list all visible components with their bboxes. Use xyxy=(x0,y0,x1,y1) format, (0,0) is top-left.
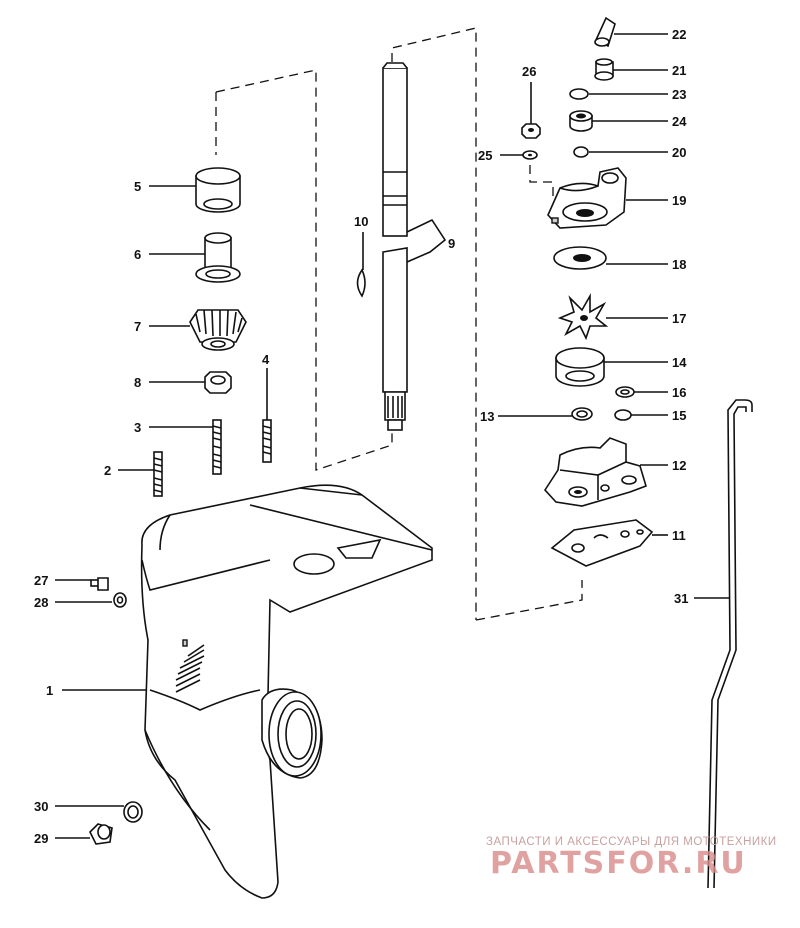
callout-18: 18 xyxy=(672,257,686,272)
callout-15: 15 xyxy=(672,408,686,423)
callout-27: 27 xyxy=(34,573,48,588)
callout-10: 10 xyxy=(354,214,368,229)
seal-part-16 xyxy=(615,386,635,398)
callout-3: 3 xyxy=(134,420,141,435)
callout-1: 1 xyxy=(46,683,53,698)
nut-part-8 xyxy=(204,371,232,394)
callout-12: 12 xyxy=(672,458,686,473)
callout-8: 8 xyxy=(134,375,141,390)
o-ring-part-23 xyxy=(569,88,589,100)
callout-17: 17 xyxy=(672,311,686,326)
insert-part-14 xyxy=(555,347,605,387)
watermark-logo: PARTSFOR.RU xyxy=(490,846,747,881)
callout-19: 19 xyxy=(672,193,686,208)
callout-23: 23 xyxy=(672,87,686,102)
callout-9: 9 xyxy=(448,236,455,251)
callout-13: 13 xyxy=(480,409,494,424)
callout-11: 11 xyxy=(672,528,686,543)
pinion-gear-part-7 xyxy=(189,309,247,351)
watermark-tagline: ЗАПЧАСТИ И АКСЕССУАРЫ ДЛЯ МОТОТЕХНИКИ xyxy=(486,836,777,848)
screw-part-27 xyxy=(90,577,109,591)
callout-31: 31 xyxy=(674,591,688,606)
callout-21: 21 xyxy=(672,63,686,78)
callout-30: 30 xyxy=(34,799,48,814)
callout-labels: 1 2 3 4 5 6 7 8 9 10 11 12 13 14 15 16 1… xyxy=(34,27,688,846)
stud-part-2 xyxy=(153,451,163,497)
callout-26: 26 xyxy=(522,64,536,79)
callout-14: 14 xyxy=(672,355,687,370)
gear-housing-part-1 xyxy=(140,484,433,899)
stud-part-3 xyxy=(212,419,222,475)
washer-part-25 xyxy=(522,150,538,160)
callout-4: 4 xyxy=(262,352,270,367)
pump-base-part-12 xyxy=(543,437,647,507)
washer-part-28 xyxy=(113,592,127,608)
stud-part-4 xyxy=(262,419,272,463)
seal-part-21 xyxy=(594,58,614,81)
grommet-part-24 xyxy=(569,110,593,132)
plate-part-11 xyxy=(550,519,654,567)
seal-part-20 xyxy=(573,146,589,158)
seal-part-15 xyxy=(614,409,632,421)
gasket-part-18 xyxy=(553,246,607,270)
bearing-cup-part-5 xyxy=(195,167,241,213)
callout-24: 24 xyxy=(672,114,687,129)
callout-22: 22 xyxy=(672,27,686,42)
cap-part-22 xyxy=(594,16,616,48)
callout-5: 5 xyxy=(134,179,141,194)
bearing-part-6 xyxy=(195,232,241,283)
callout-7: 7 xyxy=(134,319,141,334)
impeller-part-17 xyxy=(557,292,609,341)
washer-part-30 xyxy=(123,801,143,823)
seal-part-13 xyxy=(571,407,593,421)
assembly-dashed-lines xyxy=(215,27,583,621)
water-tube-part-31 xyxy=(707,399,753,889)
callout-28: 28 xyxy=(34,595,48,610)
callout-25: 25 xyxy=(478,148,492,163)
callout-16: 16 xyxy=(672,385,686,400)
callout-6: 6 xyxy=(134,247,141,262)
key-part-10 xyxy=(356,268,366,298)
leader-lines xyxy=(55,33,730,839)
callout-20: 20 xyxy=(672,145,686,160)
drive-shaft-part-9 xyxy=(382,62,408,431)
nut-part-26 xyxy=(521,123,541,139)
callout-29: 29 xyxy=(34,831,48,846)
callout-2: 2 xyxy=(104,463,111,478)
pump-housing-part-19 xyxy=(547,167,627,229)
plug-part-29 xyxy=(89,823,113,845)
